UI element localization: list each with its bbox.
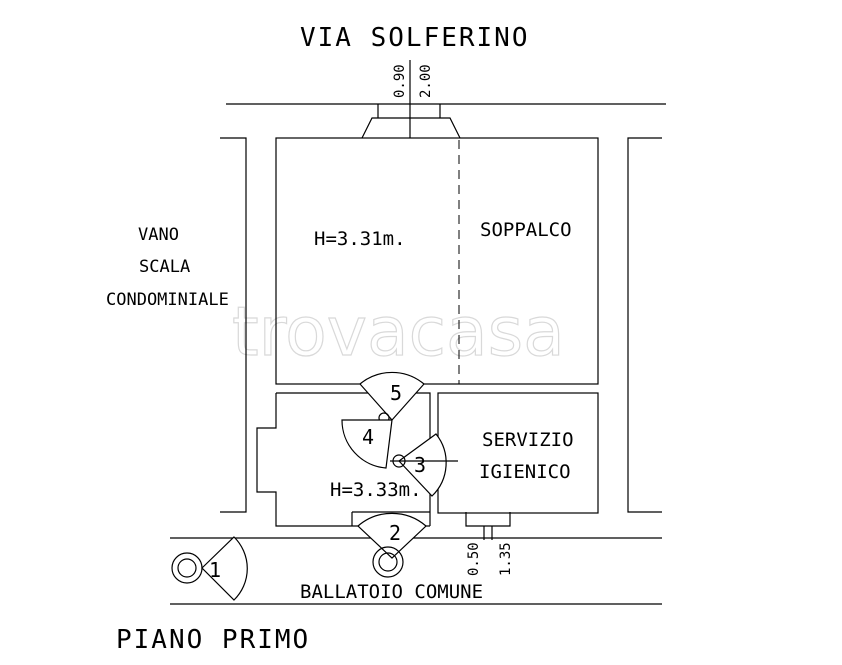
corridor-label: BALLATOIO COMUNE <box>300 581 483 603</box>
svg-text:3: 3 <box>414 453 426 477</box>
view-marker-1: 1 <box>171 536 248 601</box>
window-top-dim-height: 2.00 <box>418 64 434 98</box>
floor-label: PIANO PRIMO <box>116 625 310 655</box>
view-marker-3: 3 <box>390 433 458 497</box>
window-bottom-dim-width: 0.50 <box>466 542 482 576</box>
room-lower-height: H=3.33m. <box>330 479 422 501</box>
window-bottom <box>465 512 511 540</box>
view-marker-2: 2 <box>357 512 427 578</box>
watermark: trovacasa <box>232 293 565 372</box>
stair-walls <box>220 137 247 513</box>
view-marker-4: 4 <box>341 419 393 469</box>
window-top-dim-width: 0.90 <box>392 64 408 98</box>
svg-text:1: 1 <box>209 558 221 582</box>
loft-label: SOPPALCO <box>480 219 572 241</box>
street-label: VIA SOLFERINO <box>300 23 530 53</box>
bathroom-label-line1: SERVIZIO <box>482 429 574 451</box>
right-walls <box>627 137 662 513</box>
bathroom-label-line2: IGIENICO <box>479 461 571 483</box>
view-marker-5: 5 <box>359 371 425 424</box>
svg-text:4: 4 <box>362 425 374 449</box>
svg-text:5: 5 <box>390 381 402 405</box>
window-top <box>361 60 461 139</box>
room-main-height: H=3.31m. <box>314 228 406 250</box>
stair-label-line2: SCALA <box>139 257 190 277</box>
stair-label-line1: VANO <box>138 225 179 245</box>
window-bottom-dim-height: 1.35 <box>498 542 514 576</box>
stair-label-line3: CONDOMINIALE <box>106 290 229 310</box>
svg-text:2: 2 <box>389 521 401 545</box>
